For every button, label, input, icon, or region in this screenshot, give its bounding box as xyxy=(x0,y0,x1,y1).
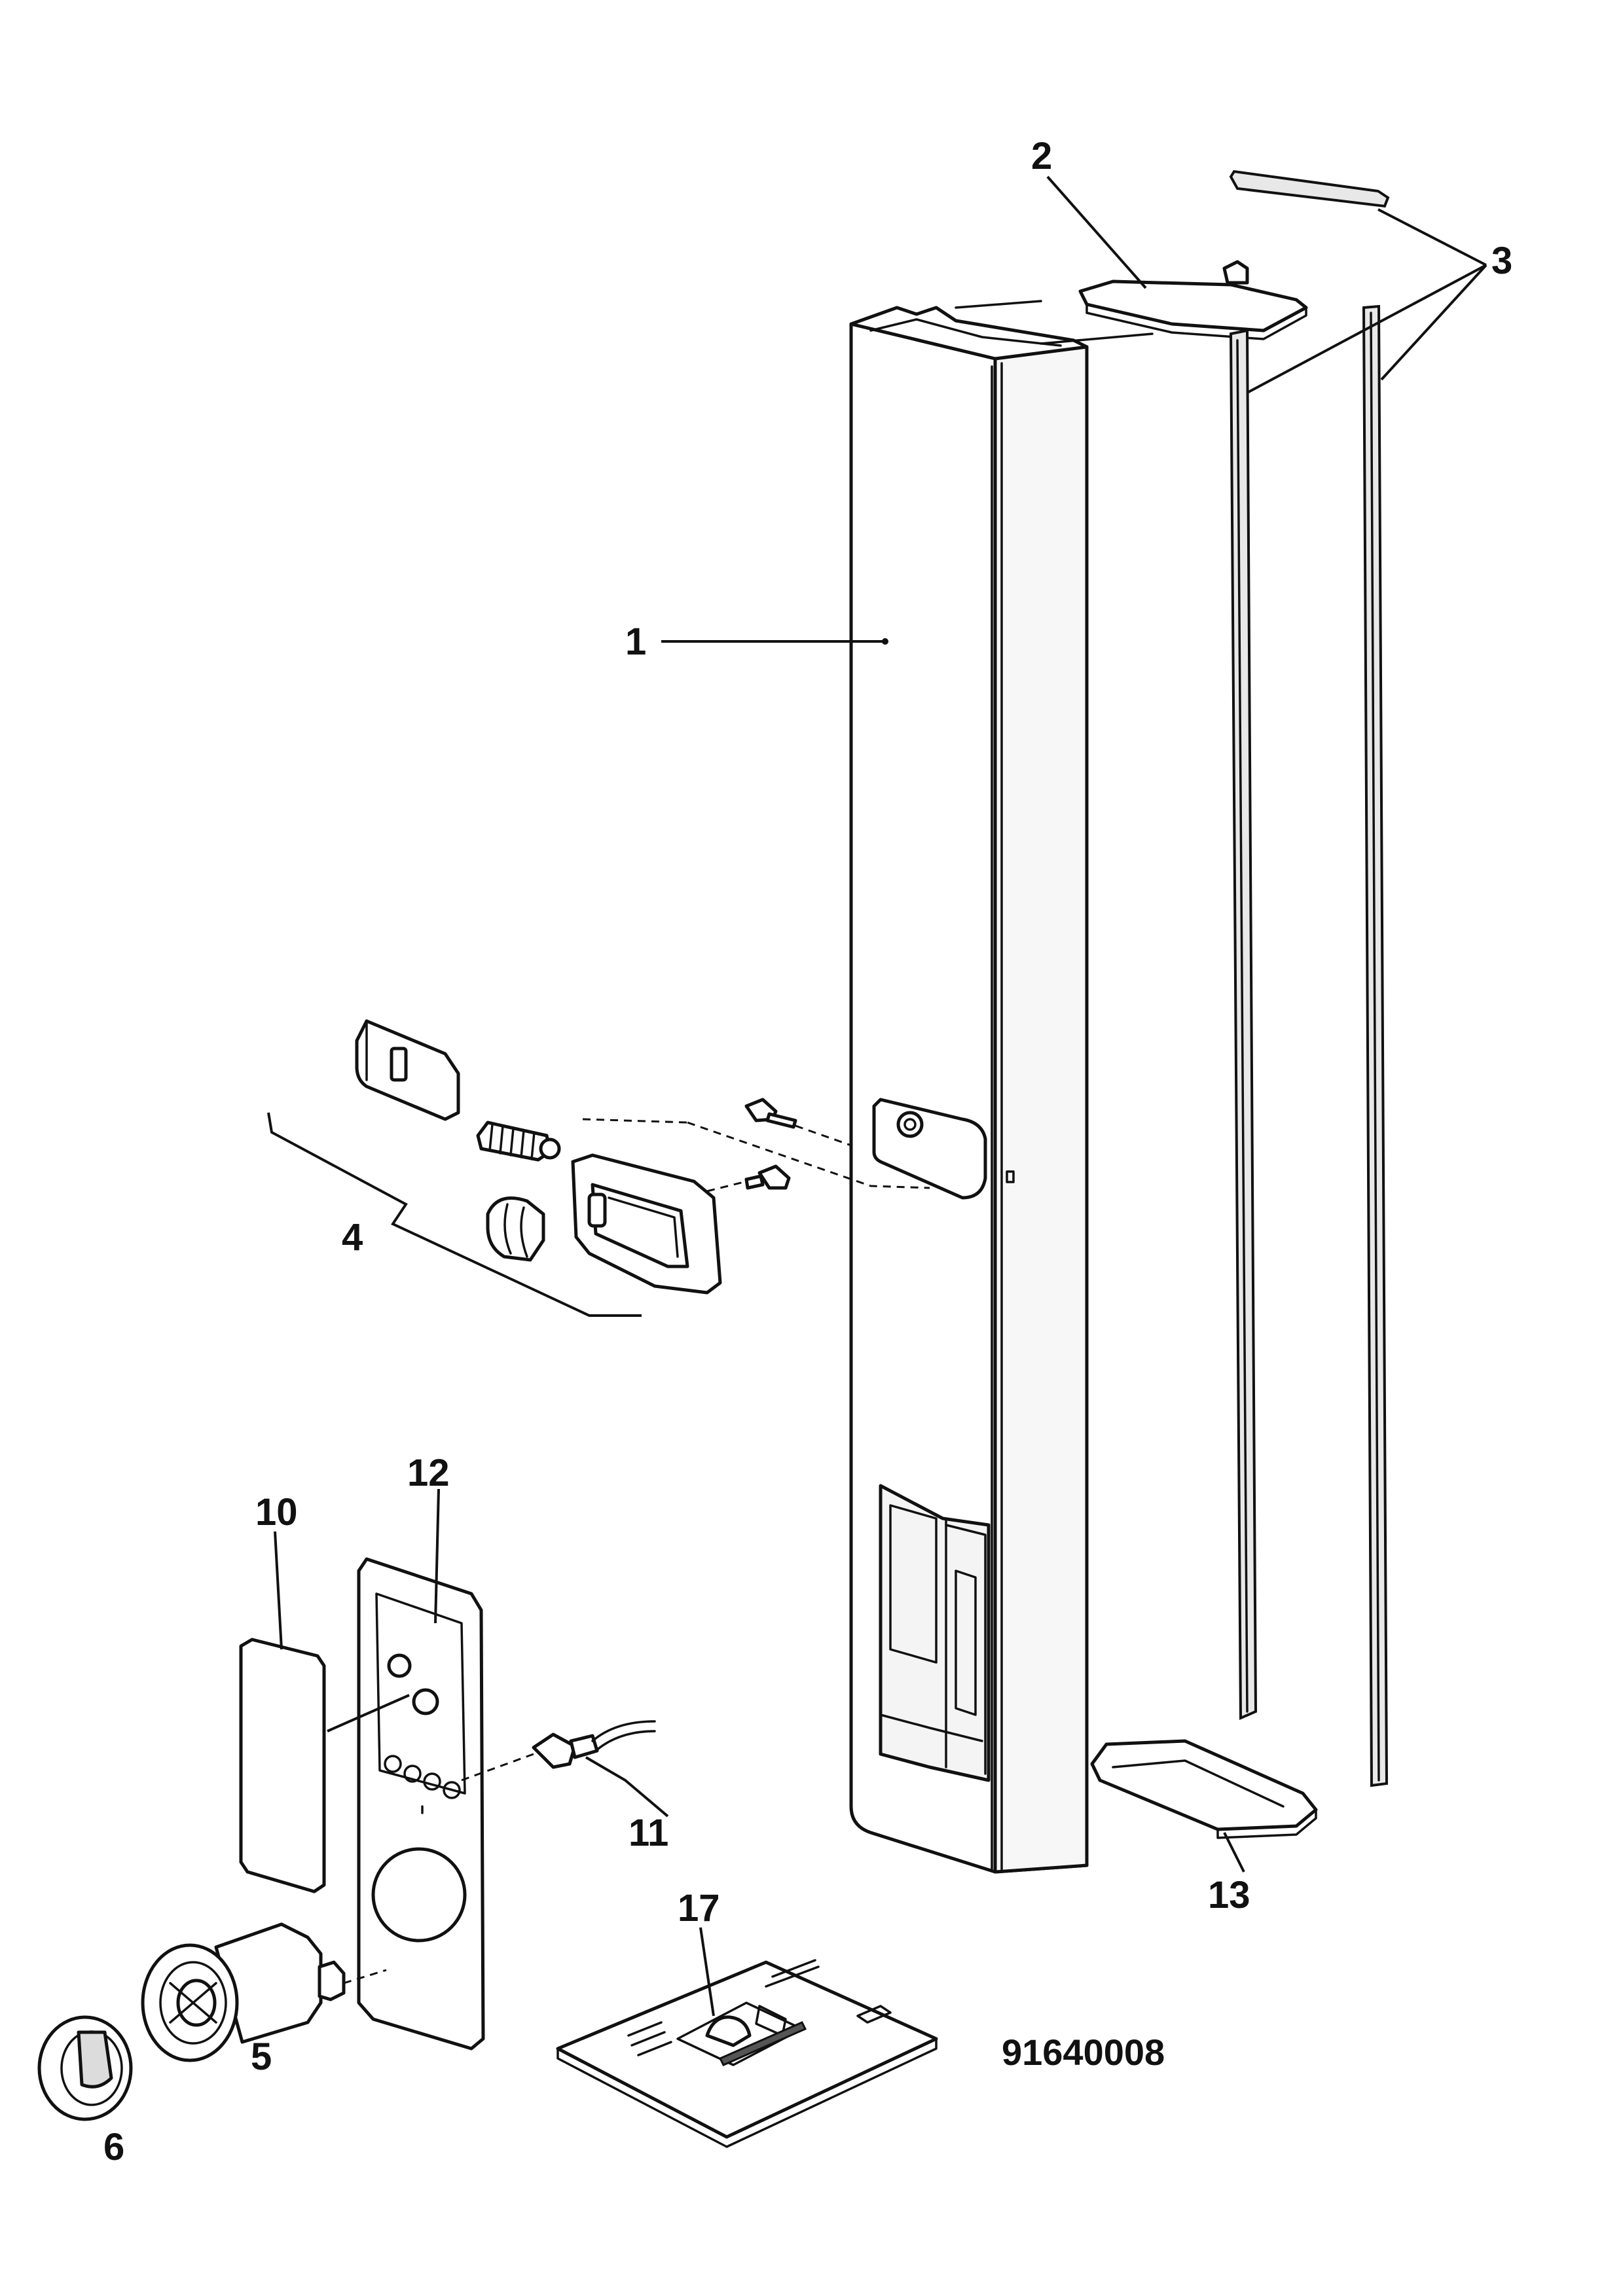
leader-3c xyxy=(1380,264,1487,381)
leader-12 xyxy=(434,1488,440,1624)
callout-12: 12 xyxy=(407,1452,450,1494)
callout-3: 3 xyxy=(1491,240,1512,282)
leader-lines xyxy=(274,175,1487,2017)
leader-17 xyxy=(699,1927,715,2017)
part-17-instruction-booklet xyxy=(556,1959,938,2148)
callout-17: 17 xyxy=(678,1887,720,1929)
callout-1: 1 xyxy=(625,620,646,663)
part-10-label-card xyxy=(239,1638,326,1893)
callout-labels: 1 2 3 4 5 6 10 11 12 13 17 91640008 xyxy=(103,135,1512,2168)
screw-middle xyxy=(744,1164,791,1190)
leader-10 xyxy=(274,1531,283,1650)
part-2-top-cover xyxy=(1078,260,1308,340)
callout-4: 4 xyxy=(342,1216,363,1259)
callout-6: 6 xyxy=(103,2126,124,2168)
callout-11: 11 xyxy=(629,1812,668,1854)
part-12-control-panel xyxy=(357,1557,485,2051)
callout-10: 10 xyxy=(255,1491,298,1534)
part-5-thermostat-base xyxy=(141,1922,387,2062)
leader-11 xyxy=(585,1756,669,1818)
callout-5: 5 xyxy=(251,2036,272,2078)
leader-2 xyxy=(1046,175,1147,289)
leader-3b xyxy=(1247,264,1487,394)
part-6-control-knob xyxy=(37,2015,133,2121)
part-4-lock-assembly xyxy=(267,1019,930,1317)
leader-13 xyxy=(1223,1832,1245,1873)
part-3-side-strips xyxy=(1229,170,1390,1787)
drawing-number: 91640008 xyxy=(1002,2032,1165,2073)
leader-1-dot xyxy=(882,638,888,645)
spring xyxy=(476,1121,561,1162)
part-1-column-housing xyxy=(849,300,1154,1874)
part-13-base-plate xyxy=(1090,1739,1318,1839)
callout-13: 13 xyxy=(1208,1874,1250,1916)
part-11-sensor-cable xyxy=(461,1720,656,1782)
leader-3a xyxy=(1377,208,1487,266)
callout-2: 2 xyxy=(1031,135,1052,177)
leader-10-card xyxy=(327,1694,410,1732)
screw-upper xyxy=(744,1098,797,1129)
